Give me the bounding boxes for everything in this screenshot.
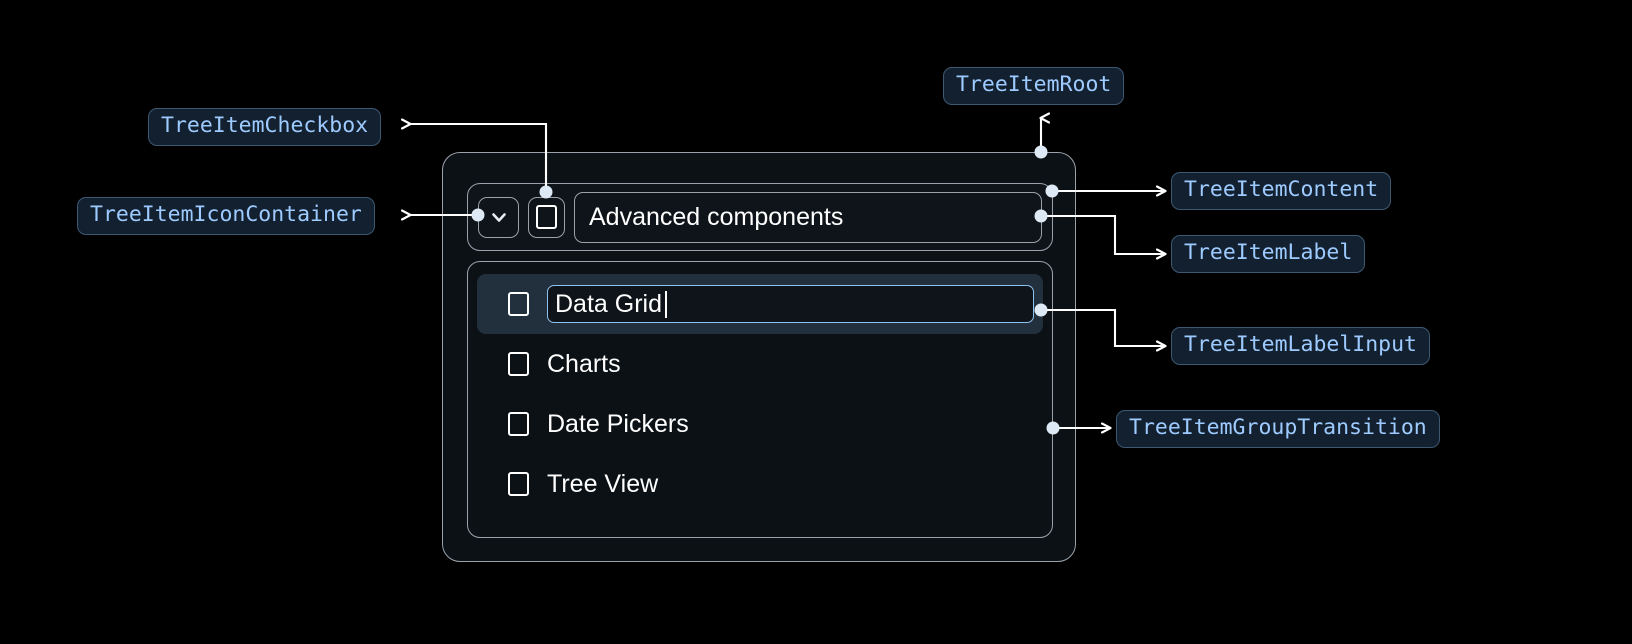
tree-item-label-text: Tree View [547, 469, 659, 498]
annotation-label: TreeItemIconContainer [90, 202, 362, 228]
tree-item-label-text: Date Pickers [547, 409, 689, 438]
annotation-label: TreeItemCheckbox [161, 113, 369, 139]
annotation-label: TreeItemLabelInput [1184, 332, 1417, 358]
tree-item-label-input-value: Data Grid [555, 289, 662, 318]
tree-item-label-text: Charts [547, 349, 621, 378]
text-caret [664, 290, 667, 318]
annotation-chip-label-input: TreeItemLabelInput [1171, 327, 1430, 365]
tree-item-child-row[interactable]: Date Pickers [477, 394, 1043, 454]
tree-item-icon-container[interactable] [478, 196, 519, 238]
tree-item-child-row[interactable]: Charts [477, 334, 1043, 394]
tree-item-child-row[interactable]: Tree View [477, 454, 1043, 514]
annotation-label: TreeItemContent [1184, 177, 1379, 203]
tree-item-group-transition: Data Grid Charts Date Pickers Tree View [467, 261, 1053, 538]
tree-item-content[interactable]: Advanced components [467, 183, 1053, 251]
checkbox-unchecked-icon [536, 205, 557, 229]
tree-item-label[interactable]: Advanced components [574, 191, 1042, 243]
tree-item-root[interactable]: Advanced components Data Grid Charts Dat… [442, 152, 1076, 562]
annotation-chip-root: TreeItemRoot [943, 67, 1125, 105]
checkbox-unchecked-icon[interactable] [508, 292, 529, 316]
checkbox-unchecked-icon[interactable] [508, 412, 529, 436]
chevron-down-icon [491, 213, 506, 222]
checkbox-unchecked-icon[interactable] [508, 472, 529, 496]
annotation-label: TreeItemRoot [956, 72, 1112, 98]
tree-item-label-text: Advanced components [589, 202, 844, 231]
annotation-chip-label: TreeItemLabel [1171, 235, 1366, 273]
annotation-chip-group-transition: TreeItemGroupTransition [1116, 410, 1440, 448]
annotation-label: TreeItemGroupTransition [1129, 415, 1427, 441]
tree-item-checkbox[interactable] [528, 196, 565, 238]
checkbox-unchecked-icon[interactable] [508, 352, 529, 376]
annotation-chip-checkbox: TreeItemCheckbox [148, 108, 382, 146]
annotation-chip-content: TreeItemContent [1171, 172, 1392, 210]
annotation-label: TreeItemLabel [1184, 240, 1353, 266]
annotation-chip-icon-container: TreeItemIconContainer [77, 197, 375, 235]
tree-item-label-input[interactable]: Data Grid [547, 285, 1034, 323]
tree-item-child-row[interactable]: Data Grid [477, 274, 1043, 334]
